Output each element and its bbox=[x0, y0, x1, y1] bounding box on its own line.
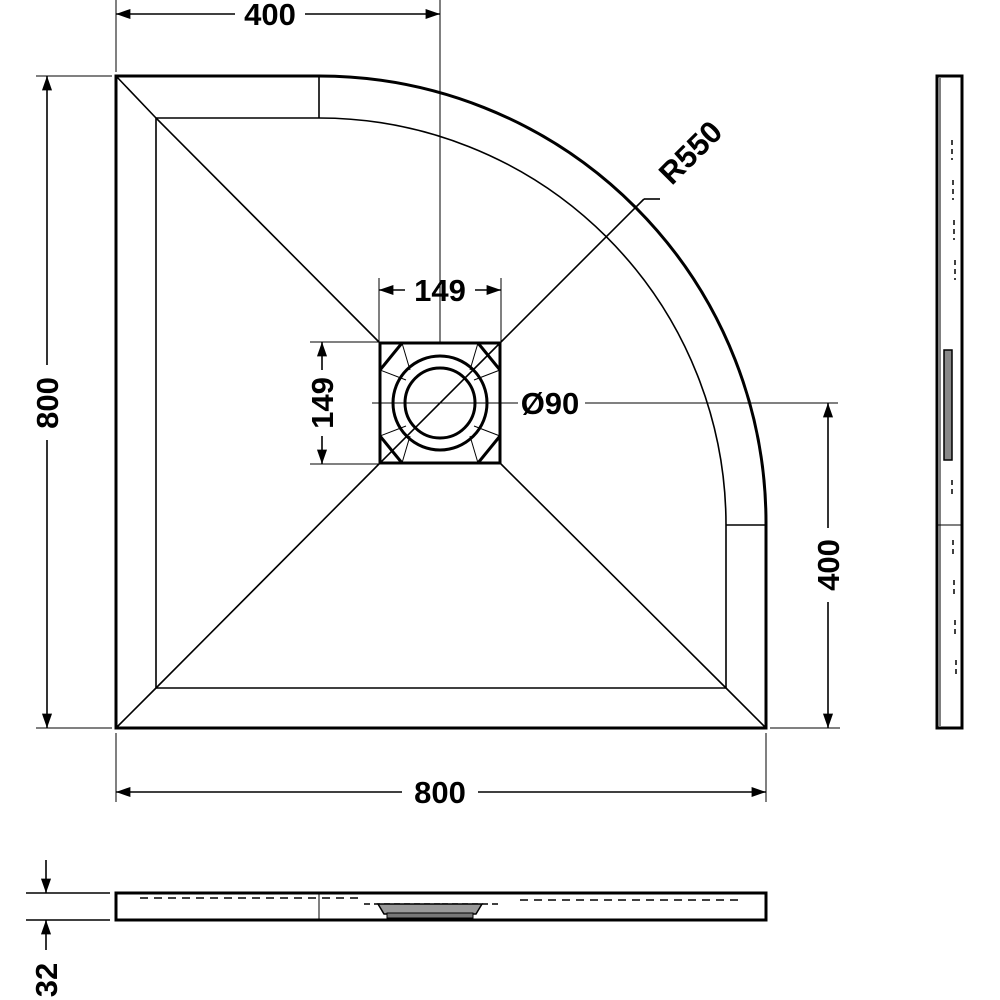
dimension-top-400: 400 bbox=[115, 0, 441, 342]
tray-inner-outline bbox=[155, 117, 727, 689]
tray-plan-view bbox=[114, 74, 768, 730]
dimension-right-400: 400 bbox=[770, 403, 846, 729]
fall-line bbox=[155, 117, 380, 343]
dimension-waste-diameter: Ø90 bbox=[372, 386, 838, 421]
tray-front-view bbox=[114, 891, 768, 922]
dimension-label: 149 bbox=[305, 377, 340, 429]
dimension-label: R550 bbox=[652, 114, 729, 191]
tray-side-view bbox=[935, 74, 964, 730]
dimension-waste-height: 149 bbox=[305, 341, 379, 465]
radius-leader bbox=[500, 198, 645, 343]
dimension-thickness-32: 32 bbox=[26, 860, 110, 997]
fall-line bbox=[155, 463, 380, 689]
dimension-left-800: 800 bbox=[30, 75, 112, 729]
fall-line bbox=[500, 463, 727, 689]
dimension-bottom-800: 800 bbox=[115, 733, 767, 810]
dimension-label: 400 bbox=[244, 0, 296, 32]
dimension-label: 800 bbox=[30, 377, 65, 429]
tray-outline bbox=[114, 74, 768, 730]
dimension-label: 800 bbox=[414, 775, 466, 810]
dimension-label: 32 bbox=[29, 963, 64, 997]
dimension-label: 400 bbox=[811, 539, 846, 591]
dimension-label: Ø90 bbox=[521, 386, 580, 421]
dimension-radius: R550 bbox=[652, 114, 729, 191]
dimension-waste-width: 149 bbox=[378, 273, 502, 342]
dimension-label: 149 bbox=[414, 273, 466, 308]
